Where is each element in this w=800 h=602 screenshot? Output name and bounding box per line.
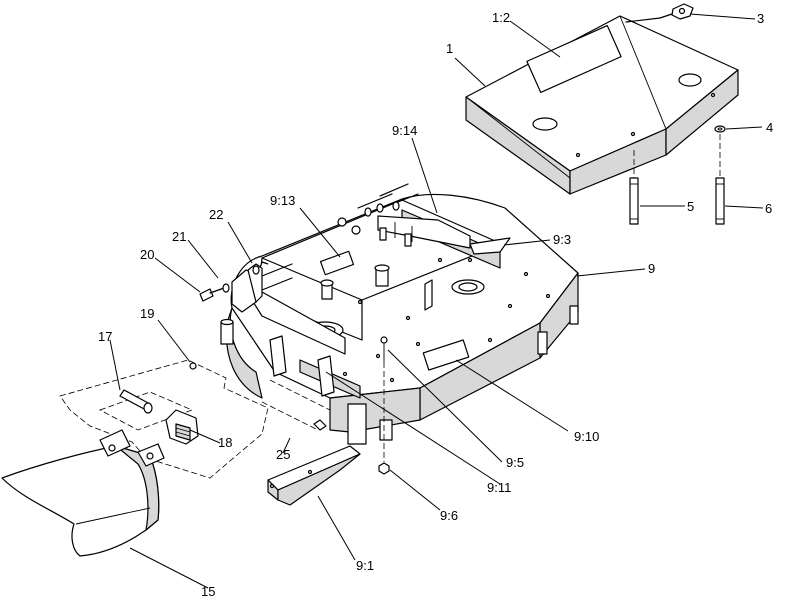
callout-9-3: 9:3 <box>553 232 571 247</box>
callout-9-14: 9:14 <box>392 123 417 138</box>
chute-phantom-outline <box>59 359 269 479</box>
rear-hardware <box>337 183 419 247</box>
callout-9-1: 9:1 <box>356 558 374 573</box>
bolt-part-25 <box>261 401 327 431</box>
callout-9-6: 9:6 <box>440 508 458 523</box>
callout-9-13: 9:13 <box>270 193 295 208</box>
callout-6: 6 <box>765 201 772 216</box>
callout-labels: 1 1:2 3 4 5 6 9 9:14 9:3 9:13 22 21 20 1… <box>98 10 773 599</box>
washer-part-4 <box>714 125 726 133</box>
callout-9-11: 9:11 <box>487 480 511 495</box>
hardware-parts-20-21-22 <box>199 261 293 313</box>
chute-hardware-17-18-19 <box>119 362 199 445</box>
discharge-chute-part-15 <box>1 429 165 557</box>
callout-25: 25 <box>276 447 290 462</box>
baffle-part-9-1 <box>267 445 361 506</box>
deck-part-9 <box>220 193 579 475</box>
callout-21: 21 <box>172 229 186 244</box>
callout-5: 5 <box>687 199 694 214</box>
knob-part-3 <box>671 3 694 20</box>
callout-20: 20 <box>140 247 154 262</box>
callout-1: 1 <box>446 41 453 56</box>
callout-22: 22 <box>209 207 223 222</box>
leader-lines <box>109 13 764 589</box>
callout-15: 15 <box>201 584 215 599</box>
callout-9-5: 9:5 <box>506 455 524 470</box>
callout-17: 17 <box>98 329 112 344</box>
callout-9: 9 <box>648 261 655 276</box>
callout-19: 19 <box>140 306 154 321</box>
callout-9-10: 9:10 <box>574 429 599 444</box>
callout-1-2: 1:2 <box>492 10 510 25</box>
callout-18: 18 <box>218 435 232 450</box>
callout-3: 3 <box>757 11 764 26</box>
callout-4: 4 <box>766 120 773 135</box>
bracket-part-9-11 <box>269 335 335 411</box>
top-cover-part-1 <box>465 13 739 195</box>
spacers-parts-5-6 <box>629 134 725 225</box>
